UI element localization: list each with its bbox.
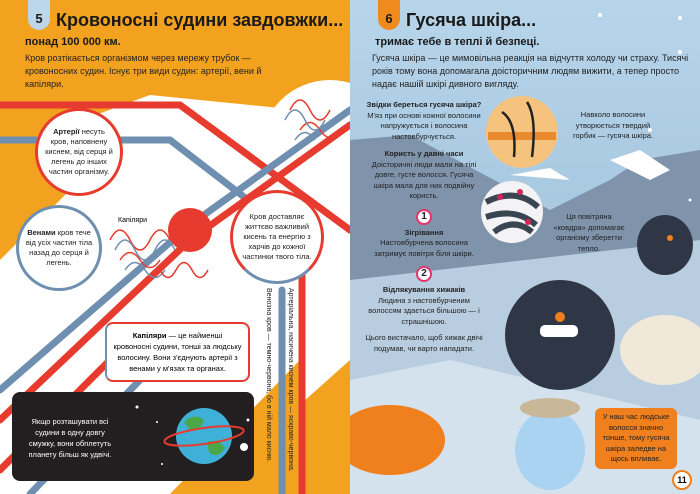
- page-subtitle: тримає тебе в теплі й безпеці.: [375, 36, 540, 48]
- origin-text: М'яз при основі кожної волосини напружує…: [367, 110, 481, 141]
- intro-text: Кров розтікається організмом через мереж…: [25, 53, 262, 89]
- left-text-column: Звідки береться гусяча шкіра?М'яз при ос…: [365, 100, 483, 354]
- origin-title: Звідки береться гусяча шкіра?: [366, 100, 482, 109]
- arteries-circle: Артерії несуть кров, наповнену киснем, в…: [35, 108, 123, 196]
- earth-icon: [135, 405, 250, 465]
- arteries-text: несуть кров, наповнену киснем, від серця…: [45, 127, 113, 176]
- speech-bubble: У наш час людське волосся значно тонше, …: [595, 408, 677, 469]
- point2-title: Відлякування хижаків: [382, 285, 466, 294]
- delivery-circle: Кров доставляє життєво важливий кисень т…: [230, 190, 324, 284]
- heart-ball: [168, 208, 212, 252]
- furry-creature-small: [637, 215, 693, 275]
- origin-block: Звідки береться гусяча шкіра?М'яз при ос…: [365, 100, 483, 142]
- benefit-text: Доісторичні люди мали на тілі довге, гус…: [371, 159, 477, 201]
- arterial-note: Артеріальна, насичена киснем кров — яскр…: [287, 288, 294, 472]
- capillaries-text: — це найменші кровоносні судини, тонші з…: [113, 331, 242, 373]
- veins-bold: Венами: [27, 228, 56, 237]
- section-number-tab: 6: [378, 0, 400, 30]
- page-title: Гусяча шкіра...: [406, 10, 537, 30]
- number-badge-2: 2: [416, 266, 432, 282]
- benefit-title: Користь у давні часи: [384, 149, 464, 158]
- blanket-text: Ця повітряна «ковдра» допомагає організм…: [553, 212, 625, 253]
- page-title: Кровоносні судини завдовжки...: [56, 10, 344, 30]
- bump-text: Навколо волосини утворюється твердий гор…: [572, 110, 654, 140]
- egg-character: [515, 410, 585, 490]
- point2-extra: Цього вистачало, щоб хижак двічі подумав…: [365, 333, 483, 353]
- number-badge-1: 1: [416, 208, 432, 225]
- capillaries-bold: Капіляри: [132, 331, 167, 340]
- left-page: 5 Кровоносні судини завдовжки... понад 1…: [0, 0, 350, 494]
- point1-text: Настовбурчена волосина затримує повітря …: [374, 238, 474, 258]
- point2-text: Людина з настовбурченим волоссям здаєтьс…: [368, 295, 480, 326]
- fact-box: Якщо розташувати всі судини в одну довгу…: [12, 392, 254, 481]
- fact-text: Якщо розташувати всі судини в одну довгу…: [28, 417, 112, 459]
- page-subtitle: понад 100 000 км.: [25, 36, 121, 48]
- veins-circle: Венами кров тече від усіх частин тіла на…: [16, 205, 102, 291]
- veins-text: кров тече від усіх частин тіла назад до …: [25, 228, 93, 267]
- capillaries-label: Капіляри: [118, 217, 147, 224]
- point1-title: Зігрівання: [404, 227, 444, 237]
- intro-text: Гусяча шкіра — це мимовільна реакція на …: [372, 53, 689, 89]
- snow-leopard: [620, 315, 700, 385]
- section-number-tab: 5: [28, 0, 50, 30]
- tiger: [350, 405, 445, 475]
- page-number: 11: [672, 470, 692, 490]
- arteries-bold: Артерії: [53, 127, 80, 136]
- capillaries-box: Капіляри — це найменші кровоносні судини…: [105, 322, 250, 382]
- right-page: 6 Гусяча шкіра... тримає тебе в теплі й …: [350, 0, 700, 494]
- venous-note: Венозна кров — темно-червона, бо в ній м…: [265, 288, 272, 463]
